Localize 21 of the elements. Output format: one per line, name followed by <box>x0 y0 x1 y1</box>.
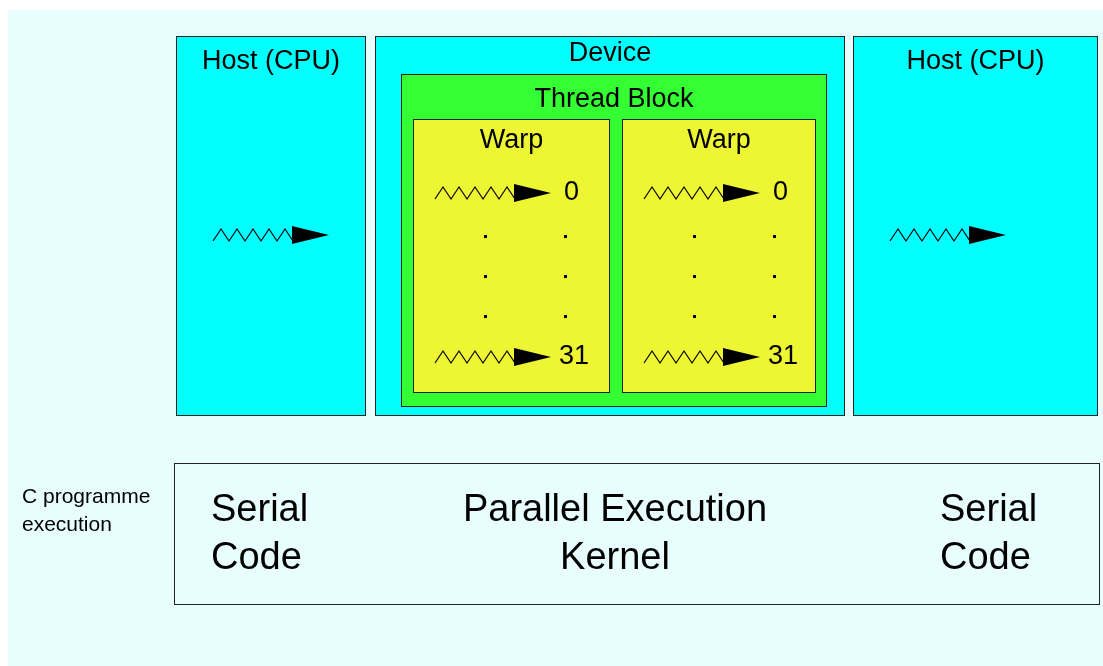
warp-box <box>413 119 610 393</box>
band-text: Serial Code <box>940 486 1039 579</box>
warp-title: Warp <box>686 124 752 155</box>
panel-title: Device <box>567 37 653 68</box>
device-panel <box>375 36 845 416</box>
thread-index: 31 <box>559 340 590 371</box>
panel-title: Host (CPU) <box>201 45 341 76</box>
panel-title: Thread Block <box>533 83 695 114</box>
execution-band <box>174 463 1100 605</box>
thread-block-panel <box>401 74 827 407</box>
warp-title: Warp <box>478 124 545 155</box>
band-text: Parallel Execution Kernel <box>461 486 769 579</box>
host-panel <box>853 36 1098 416</box>
band-text: Serial Code <box>211 486 310 579</box>
thread-index: 0 <box>773 176 789 207</box>
thread-index: 31 <box>768 340 799 371</box>
side-label: C programme execution <box>22 483 152 537</box>
panel-title: Host (CPU) <box>905 45 1046 76</box>
warp-box <box>622 119 816 393</box>
thread-index: 0 <box>564 176 580 207</box>
host-panel <box>176 36 366 416</box>
